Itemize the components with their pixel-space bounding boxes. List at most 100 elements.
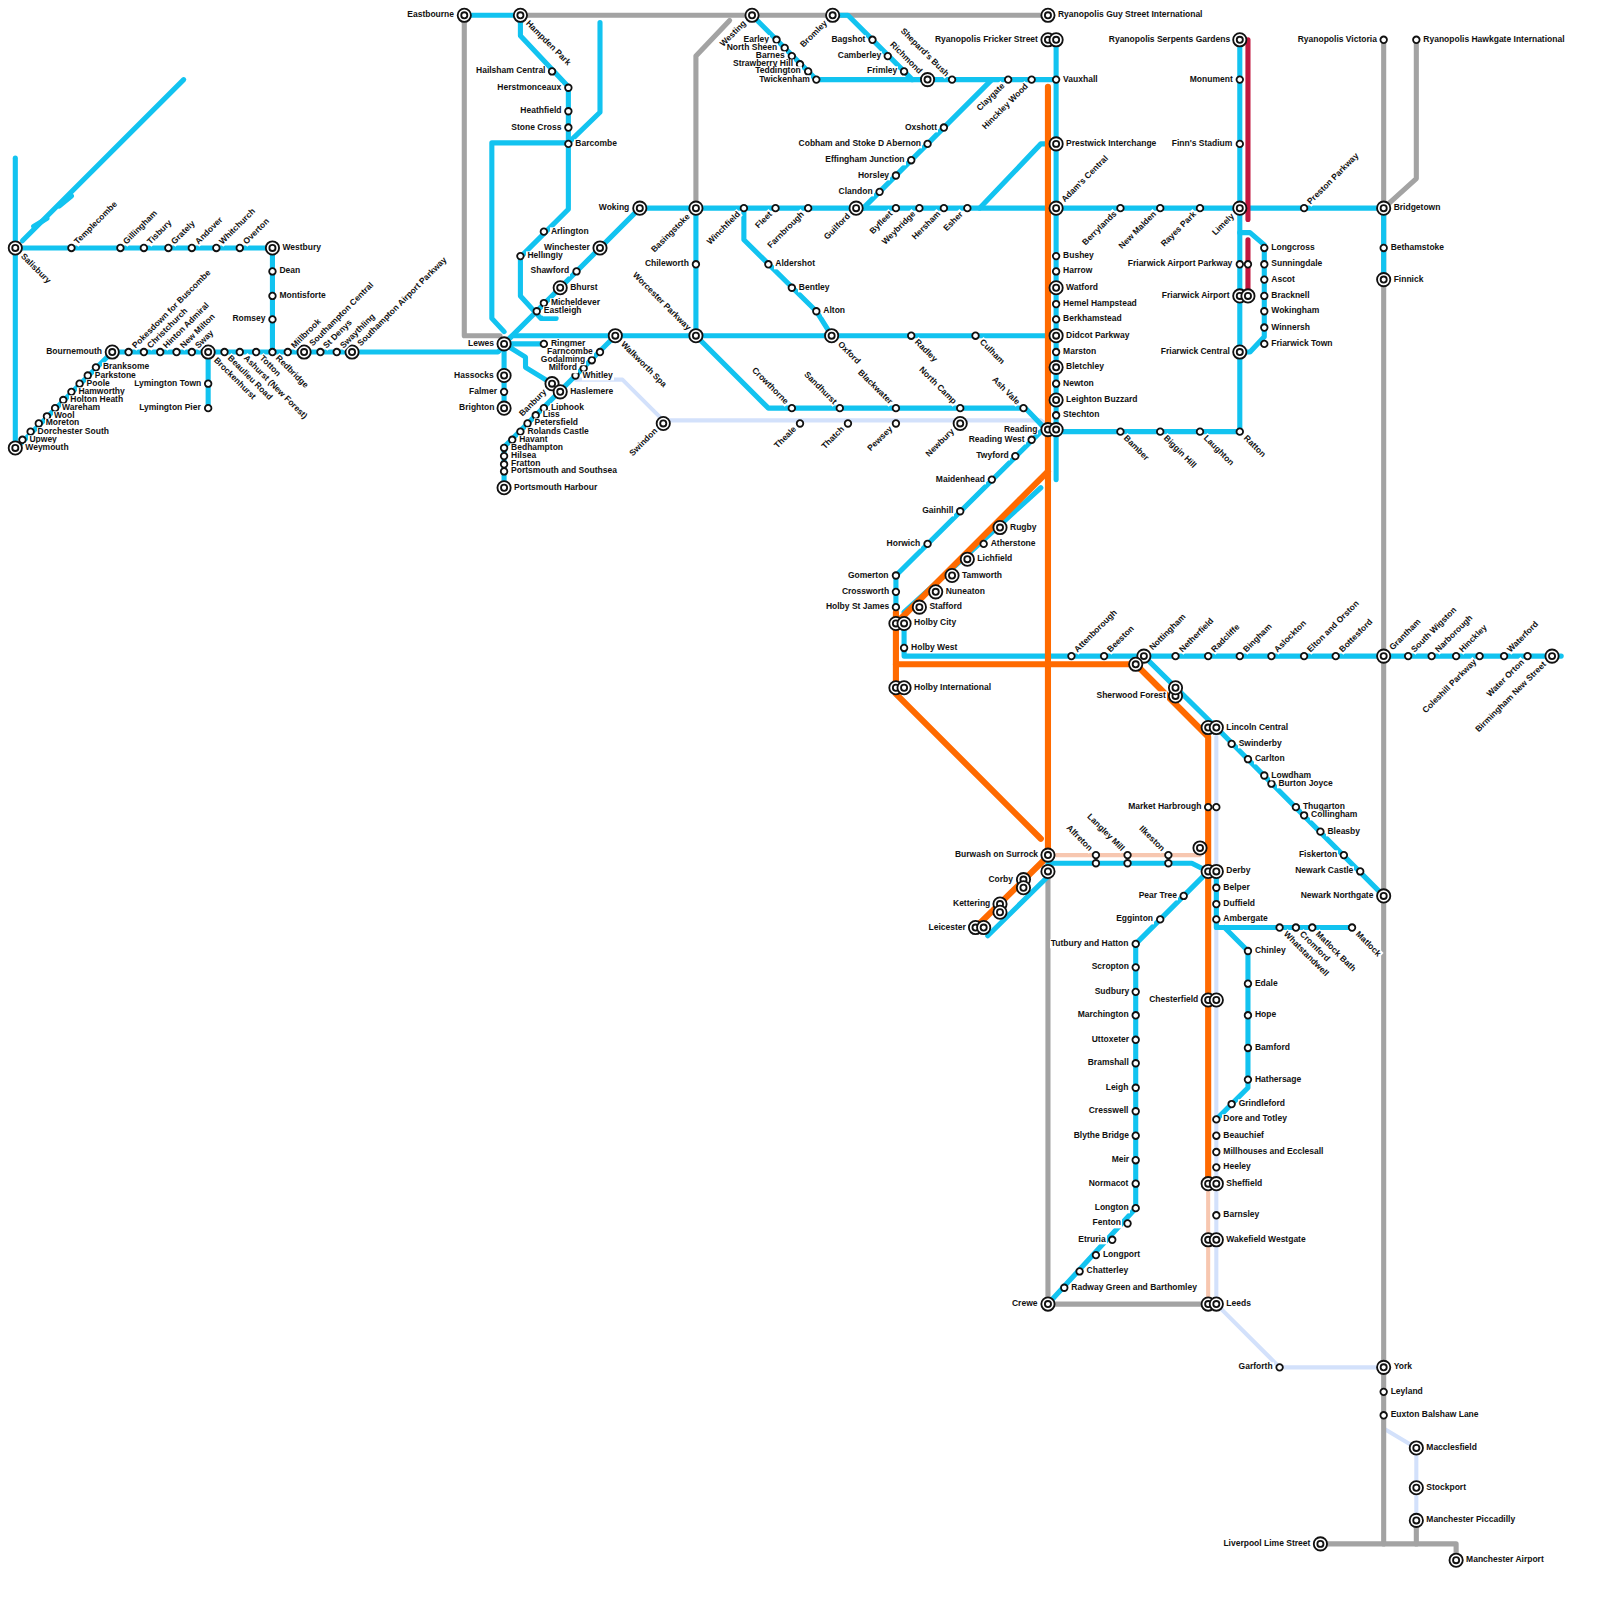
marker-core xyxy=(1213,997,1219,1003)
marker-ring xyxy=(689,202,702,215)
station-marker xyxy=(269,316,276,323)
marker-ring xyxy=(1213,1132,1220,1139)
marker-ring xyxy=(1049,423,1062,436)
marker-ring xyxy=(541,341,548,348)
cyan-line xyxy=(13,158,18,449)
marker-ring xyxy=(165,245,172,252)
marker-ring xyxy=(1428,653,1435,660)
marker-ring xyxy=(825,329,838,342)
marker-ring xyxy=(1132,1060,1139,1067)
marker-ring xyxy=(76,380,83,387)
marker-ring xyxy=(1205,804,1212,811)
crimson-line xyxy=(1245,240,1250,296)
station-label: Hathersage xyxy=(1254,1075,1302,1084)
station-label: Aslockton xyxy=(1272,618,1309,655)
marker-ring xyxy=(741,205,748,212)
marker-ring xyxy=(1017,881,1030,894)
marker-ring xyxy=(565,141,572,148)
station-label: Pewsey xyxy=(865,424,895,454)
cyan-line xyxy=(1216,928,1248,1120)
marker-ring xyxy=(893,420,900,427)
station-label: Heathfield xyxy=(519,107,562,116)
station-marker xyxy=(837,405,844,412)
station-marker xyxy=(1132,1205,1139,1212)
station-marker xyxy=(957,405,964,412)
cyan-line xyxy=(1237,40,1242,352)
station-marker xyxy=(1228,1101,1235,1108)
marker-ring xyxy=(1132,1132,1139,1139)
marker-ring xyxy=(1132,1205,1139,1212)
station-label: Leicester xyxy=(928,923,967,932)
station-marker xyxy=(789,53,796,60)
station-marker xyxy=(1213,1164,1220,1171)
station-label: Wokingham xyxy=(1270,307,1320,316)
station-marker xyxy=(1053,349,1060,356)
station-label: Falmer xyxy=(468,387,498,396)
station-label: Holby West xyxy=(910,643,958,652)
station-marker xyxy=(1132,1132,1139,1139)
station-marker xyxy=(1124,852,1131,859)
station-marker xyxy=(237,245,244,252)
interchange-marker xyxy=(1233,33,1246,46)
station-marker xyxy=(1061,1284,1068,1291)
station-label: Holby St James xyxy=(825,602,890,611)
station-label: Bamber xyxy=(1121,433,1151,463)
marker-ring xyxy=(1053,268,1060,275)
orange-line xyxy=(896,664,1208,1183)
station-marker xyxy=(1124,860,1131,867)
interchange-marker xyxy=(1049,329,1062,342)
marker-core xyxy=(501,405,507,411)
station-label: Matlock xyxy=(1353,928,1383,958)
marker-ring xyxy=(1228,1101,1235,1108)
marker-ring xyxy=(1093,852,1100,859)
station-marker xyxy=(1132,964,1139,971)
cyan-line xyxy=(34,196,72,227)
grey-line xyxy=(1381,40,1386,1544)
station-label: Fleet xyxy=(752,209,774,231)
station-label: Winnersh xyxy=(1270,323,1311,332)
marker-ring xyxy=(1237,141,1244,148)
grey-line xyxy=(520,13,1048,18)
station-label: Bushey xyxy=(1062,251,1095,260)
marker-ring xyxy=(1261,293,1268,300)
station-label: Edale xyxy=(1254,979,1279,988)
station-marker xyxy=(533,308,540,315)
station-label: Didcot Parkway xyxy=(1065,331,1130,340)
station-marker xyxy=(964,205,971,212)
marker-ring xyxy=(954,417,967,430)
marker-ring xyxy=(1053,253,1060,260)
marker-ring xyxy=(945,569,958,582)
marker-ring xyxy=(1197,428,1204,435)
station-marker xyxy=(1261,276,1268,283)
marker-ring xyxy=(957,405,964,412)
marker-ring xyxy=(1049,137,1062,150)
grey-line xyxy=(1384,40,1417,208)
interchange-marker xyxy=(689,202,702,215)
interchange-marker xyxy=(825,329,838,342)
station-marker xyxy=(1405,653,1412,660)
marker-core xyxy=(205,349,211,355)
station-marker xyxy=(1276,924,1283,931)
marker-ring xyxy=(1132,1108,1139,1115)
station-marker xyxy=(1012,453,1019,460)
station-label: Newark Northgate xyxy=(1300,891,1375,900)
marker-ring xyxy=(52,405,59,412)
marker-ring xyxy=(789,405,796,412)
marker-ring xyxy=(993,521,1006,534)
marker-ring xyxy=(893,172,900,179)
station-label: Guilford xyxy=(822,211,853,242)
marker-ring xyxy=(993,906,1006,919)
station-marker xyxy=(1093,1252,1100,1259)
station-marker xyxy=(949,76,956,83)
station-marker xyxy=(1157,428,1164,435)
station-label: Maidenhead xyxy=(935,475,986,484)
station-marker xyxy=(893,420,900,427)
interchange-marker xyxy=(954,417,967,430)
marker-core xyxy=(501,372,507,378)
station-label: Crewe xyxy=(1011,1299,1039,1308)
marker-ring xyxy=(125,349,132,356)
station-marker xyxy=(1117,205,1124,212)
cyan-line xyxy=(696,208,1048,431)
station-label: Horsley xyxy=(857,171,890,180)
